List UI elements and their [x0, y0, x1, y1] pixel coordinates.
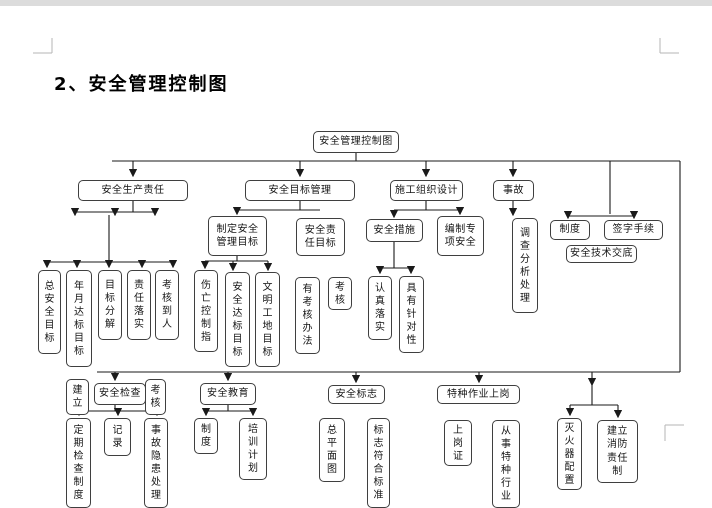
flow-node-special-industry: 从 事 特 种 行 业: [492, 420, 520, 508]
section-title: 2、安全管理控制图: [54, 74, 229, 95]
flow-node-establish: 建 立: [66, 379, 89, 415]
flow-node-set-safety-target: 制定安全 管理目标: [208, 216, 267, 256]
page-top-edge: [0, 0, 712, 6]
flow-node-monthly-standard-target: 年 月 达 标 目 标: [66, 270, 92, 367]
flow-node-responsibility-implementation: 责 任 落 实: [127, 270, 151, 340]
flow-node-signature-procedures: 签字手续: [604, 220, 663, 240]
flow-node-casualty-control-index: 伤 亡 控 制 指: [194, 270, 218, 352]
flow-node-education-system: 制 度: [194, 418, 218, 454]
flow-node-assessment: 考 核: [328, 277, 352, 310]
flow-node-inspection-assessment: 考 核: [145, 379, 166, 415]
flow-node-records: 记 录: [104, 418, 131, 456]
flow-node-fire-responsibility-system: 建立 消防 责任 制: [597, 420, 638, 483]
flow-node-training-plan: 培 训 计 划: [239, 418, 267, 480]
flow-node-special-work-post: 特种作业上岗: [437, 385, 520, 404]
flow-node-earnest-implementation: 认 真 落 实: [368, 276, 392, 340]
flow-node-extinguisher-config: 灭 火 器 配 置: [557, 418, 582, 490]
flow-node-safety-signs: 安全标志: [328, 385, 385, 404]
flow-node-tech-disclosure: 安全技术交底: [566, 245, 637, 263]
flow-node-investigation-analysis: 调 查 分 析 处 理: [512, 218, 538, 313]
flow-node-safety-inspection: 安全检查: [94, 383, 146, 405]
flow-node-signs-meet-standard: 标 志 符 合 标 准: [367, 418, 390, 508]
flow-node-targeted: 具 有 针 对 性: [399, 276, 424, 353]
flow-node-safety-standard-target: 安 全 达 标 目 标: [225, 272, 250, 367]
flow-node-work-permit: 上 岗 证: [444, 420, 472, 466]
flow-node-assessment-method: 有 考 核 办 法: [295, 277, 320, 354]
connector-lines: [33, 38, 684, 441]
flow-node-safety-education: 安全教育: [200, 383, 256, 405]
flow-node-root: 安全管理控制图: [313, 131, 399, 153]
flow-node-safety-responsibility-target: 安全责 任目标: [296, 218, 345, 256]
flow-node-accident: 事故: [493, 180, 534, 201]
flow-node-production-responsibility: 安全生产责任: [78, 180, 188, 201]
flow-node-civilized-site-target: 文 明 工 地 目 标: [255, 272, 280, 367]
flow-node-system: 制度: [550, 220, 590, 240]
flow-node-target-decomposition: 目 标 分 解: [98, 270, 122, 340]
flow-node-total-safety-target: 总 安 全 目 标: [38, 270, 61, 354]
flow-node-target-management: 安全目标管理: [245, 180, 355, 201]
flow-node-construction-org-design: 施工组织设计: [390, 180, 463, 201]
flow-node-compile-special-safety: 编制专 项安全: [437, 216, 484, 256]
page-margin-marks: [33, 38, 684, 441]
flow-node-safety-measures: 安全措施: [366, 219, 423, 242]
flow-node-general-plan-drawing: 总 平 面 图: [319, 418, 345, 482]
flow-node-assessment-to-person: 考 核 到 人: [155, 270, 179, 340]
